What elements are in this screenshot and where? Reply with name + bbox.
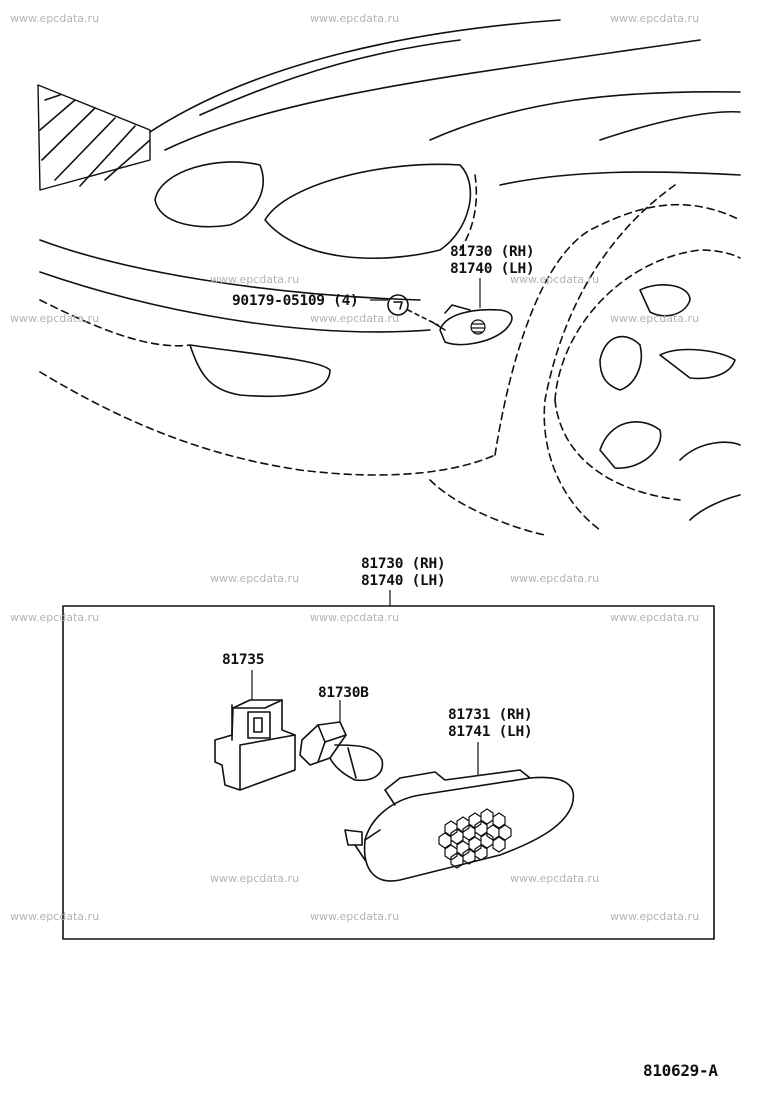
socket-label: 81735 <box>222 652 265 668</box>
watermark: www.epcdata.ru <box>210 872 300 885</box>
grille-hatch <box>37 84 151 191</box>
bulb-label: 81730B <box>318 685 369 701</box>
lens-label-lh: 81741 (LH) <box>448 724 533 740</box>
watermark: www.epcdata.ru <box>610 12 700 25</box>
assembly-frame <box>62 605 715 940</box>
lens-label: 81731 (RH) 81741 (LH) <box>448 707 533 741</box>
screw-clip <box>370 294 439 326</box>
watermark: www.epcdata.ru <box>310 312 400 325</box>
watermark: www.epcdata.ru <box>10 910 100 923</box>
watermark: www.epcdata.ru <box>10 611 100 624</box>
figure-code: 810629-A <box>643 1061 718 1080</box>
side-lamp-label: 81730 (RH) 81740 (LH) <box>450 244 535 278</box>
side-lamp-label-rh: 81730 (RH) <box>450 244 535 260</box>
side-lamp-installed <box>431 278 513 346</box>
assembly-label-lh: 81740 (LH) <box>361 573 446 589</box>
watermark: www.epcdata.ru <box>210 572 300 585</box>
watermark: www.epcdata.ru <box>510 872 600 885</box>
watermark: www.epcdata.ru <box>310 910 400 923</box>
lens-label-rh: 81731 (RH) <box>448 707 533 723</box>
watermark: www.epcdata.ru <box>310 611 400 624</box>
bulb-part <box>299 700 384 782</box>
assembly-label: 81730 (RH) 81740 (LH) <box>361 556 446 590</box>
watermark: www.epcdata.ru <box>210 273 300 286</box>
watermark: www.epcdata.ru <box>10 312 100 325</box>
car-front-outline <box>37 19 741 536</box>
watermark: www.epcdata.ru <box>10 12 100 25</box>
wheel-outline <box>543 184 741 531</box>
watermark: www.epcdata.ru <box>610 312 700 325</box>
watermark: www.epcdata.ru <box>510 572 600 585</box>
watermark: www.epcdata.ru <box>610 611 700 624</box>
lens-honeycomb <box>438 808 512 869</box>
lens-part <box>344 742 575 882</box>
watermark: www.epcdata.ru <box>510 273 600 286</box>
watermark: www.epcdata.ru <box>610 910 700 923</box>
screw-label: 90179-05109 (4) <box>232 293 359 309</box>
side-lamp-label-lh: 81740 (LH) <box>450 261 535 277</box>
assembly-label-rh: 81730 (RH) <box>361 556 446 572</box>
socket-part <box>214 670 296 791</box>
watermark: www.epcdata.ru <box>310 12 400 25</box>
